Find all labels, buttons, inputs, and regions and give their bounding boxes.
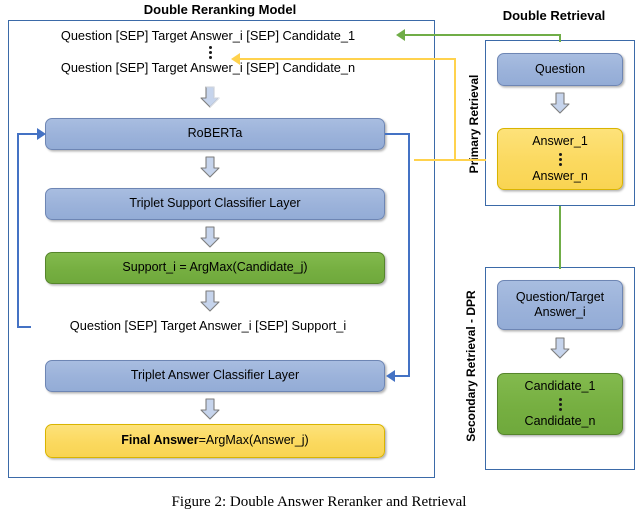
- node-candidates-list[interactable]: Candidate_1 Candidate_n: [497, 373, 623, 435]
- input-line-candidate-1: Question [SEP] Target Answer_i [SEP] Can…: [60, 28, 356, 43]
- block-down-arrow-icon-primary: [550, 92, 570, 114]
- mid-text-support-triplet: Question [SEP] Target Answer_i [SEP] Sup…: [69, 318, 347, 333]
- connector-blue-left-bottom-horizontal: [17, 326, 31, 328]
- node-question-target-line1: Question/Target: [515, 289, 605, 304]
- node-answers-first-label: Answer_1: [532, 134, 588, 149]
- node-roberta[interactable]: RoBERTa: [45, 118, 385, 150]
- node-final-answer[interactable]: Final Answer=ArgMax(Answer_j): [45, 424, 385, 458]
- vertical-ellipsis-icon-top: [203, 44, 217, 61]
- left-panel-title: Double Reranking Model: [143, 2, 297, 17]
- block-down-arrow-icon-2: [200, 156, 220, 178]
- node-candidates-last-label: Candidate_n: [524, 413, 596, 428]
- connector-blue-right-top-horizontal: [385, 133, 410, 135]
- connector-gold-arrowhead: [231, 53, 240, 65]
- connector-gold-lower-horizontal: [414, 159, 456, 161]
- node-question-label: Question: [534, 61, 586, 76]
- node-triplet-answer-classifier-label: Triplet Answer Classifier Layer: [130, 368, 300, 383]
- node-support-argmax[interactable]: Support_i = ArgMax(Candidate_j): [45, 252, 385, 284]
- primary-retrieval-side-label: Primary Retrieval: [467, 74, 481, 174]
- node-candidates-first-label: Candidate_1: [524, 379, 596, 394]
- node-question-target-answer[interactable]: Question/Target Answer_i: [497, 280, 623, 330]
- node-final-answer-bold-label: Final Answer: [121, 433, 199, 448]
- connector-blue-right-vertical: [408, 133, 410, 376]
- connector-green-arrowhead: [396, 29, 405, 41]
- input-line-candidate-n: Question [SEP] Target Answer_i [SEP] Can…: [60, 60, 356, 75]
- vertical-ellipsis-icon-candidates: [558, 396, 562, 413]
- block-down-arrow-icon-3: [200, 226, 220, 248]
- connector-blue-right-bottom-horizontal: [395, 375, 410, 377]
- connector-gold-vertical: [454, 58, 456, 161]
- connector-green-stub-top: [559, 34, 561, 42]
- vertical-ellipsis-icon-answers: [558, 151, 562, 168]
- block-down-arrow-icon-4: [200, 290, 220, 312]
- secondary-retrieval-side-label: Secondary Retrieval - DPR: [464, 290, 478, 442]
- connector-blue-left-top-horizontal: [17, 133, 38, 135]
- connector-blue-left-arrowhead: [37, 128, 46, 140]
- node-answers-last-label: Answer_n: [532, 168, 588, 183]
- figure-caption: Figure 2: Double Answer Reranker and Ret…: [171, 494, 467, 510]
- connector-blue-left-vertical: [17, 133, 19, 328]
- connector-gold-upper-horizontal: [240, 58, 456, 60]
- block-down-arrow-icon-5: [200, 398, 220, 420]
- node-answers-list[interactable]: Answer_1 Answer_n: [497, 128, 623, 190]
- node-question-target-line2: Answer_i: [534, 305, 586, 319]
- node-final-answer-rest-label: =ArgMax(Answer_j): [198, 433, 309, 448]
- block-down-arrow-icon-1: [200, 86, 220, 108]
- node-question[interactable]: Question: [497, 53, 623, 86]
- node-roberta-label: RoBERTa: [187, 126, 243, 141]
- double-reranking-model-container: [8, 20, 435, 478]
- connector-green-horizontal: [403, 34, 560, 36]
- connector-gold-to-answers: [456, 159, 486, 161]
- connector-green-vertical-mid: [559, 206, 561, 269]
- node-triplet-answer-classifier[interactable]: Triplet Answer Classifier Layer: [45, 360, 385, 392]
- node-support-argmax-label: Support_i = ArgMax(Candidate_j): [122, 260, 308, 275]
- right-panel-title: Double Retrieval: [502, 8, 606, 23]
- node-triplet-support-classifier[interactable]: Triplet Support Classifier Layer: [45, 188, 385, 220]
- node-triplet-support-classifier-label: Triplet Support Classifier Layer: [129, 196, 301, 211]
- block-down-arrow-icon-secondary: [550, 337, 570, 359]
- connector-blue-right-arrowhead: [386, 370, 395, 382]
